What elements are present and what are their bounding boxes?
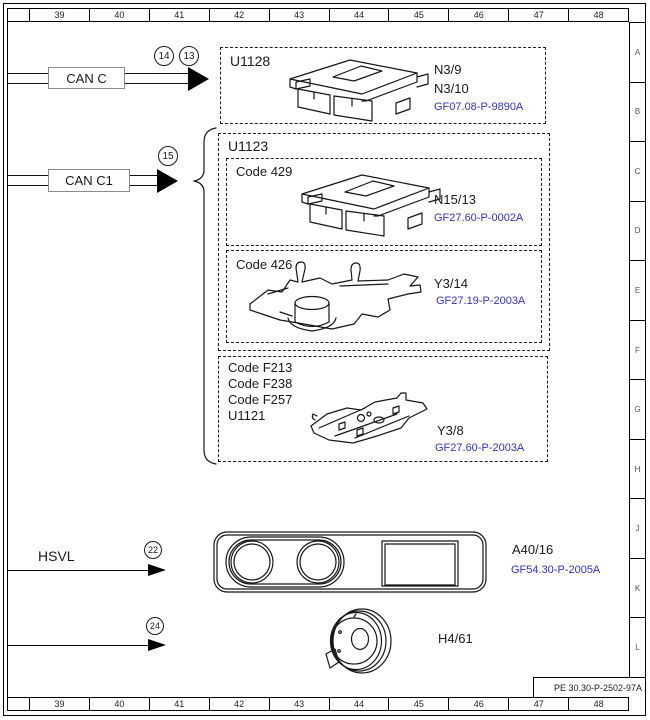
u1128-unit-label: U1128: [230, 53, 271, 69]
row-letter-cell-D: D: [630, 202, 645, 262]
callout-15[interactable]: 15: [158, 146, 178, 166]
row-letter-cell-A: A: [630, 23, 645, 83]
callout-13[interactable]: 13: [179, 46, 199, 66]
column-ruler-cell-43: 43: [270, 698, 330, 710]
callout-22[interactable]: 22: [144, 541, 162, 559]
column-ruler-cell-44: 44: [330, 698, 390, 710]
code-426-label: Code 426: [236, 257, 293, 272]
u1123-module-box: [218, 133, 550, 351]
component-h4-61: H4/61: [438, 631, 473, 646]
doc-link-gf27-60-0002[interactable]: GF27.60-P-0002A: [434, 212, 524, 224]
document-number: PE 30.30-P-2502-97A: [533, 677, 645, 697]
row-letter-cell-K: K: [630, 559, 645, 619]
code-f213-label: Code F213: [228, 360, 293, 375]
column-ruler-cell-41: 41: [150, 9, 210, 21]
component-n3-9: N3/9: [434, 62, 462, 77]
column-ruler-cell-39: 39: [30, 9, 90, 21]
column-ruler-cell-46: 46: [449, 698, 510, 710]
hsvl-arrowhead-icon: [148, 564, 166, 576]
row-letter-cell-L: L: [635, 643, 640, 653]
callout-14-number: 14: [158, 50, 170, 62]
horn-arrowhead-icon: [148, 639, 166, 651]
doc-link-gf54-30-2005[interactable]: GF54.30-P-2005A: [511, 564, 601, 576]
column-ruler-cell-40: 40: [90, 698, 150, 710]
row-letter-cell-H: H: [630, 440, 645, 500]
row-letter-cell-G: G: [630, 380, 645, 440]
f213-module-box: [218, 356, 548, 462]
hsvl-bus-label: HSVL: [38, 548, 75, 564]
callout-24[interactable]: 24: [146, 617, 164, 635]
column-ruler-cell-43: 43: [270, 9, 330, 21]
control-unit-drawing-n15-13: [301, 174, 441, 237]
code-f238-label: Code F238: [228, 376, 293, 391]
horn-drawing: [325, 608, 392, 674]
hsvl-wire: [7, 569, 150, 571]
column-ruler-cell-45: 45: [389, 698, 450, 710]
component-a40-16: A40/16: [512, 542, 554, 557]
code-f257-label: Code F257: [228, 392, 293, 407]
row-letter-cell-C: C: [630, 142, 645, 202]
page-border: [3, 3, 646, 716]
component-y3-8: Y3/8: [437, 423, 464, 438]
column-ruler-cell-39: 39: [30, 698, 90, 710]
ruler-stub: [8, 9, 30, 21]
can-c-arrowhead-icon: [188, 67, 209, 91]
component-n3-10: N3/10: [434, 81, 469, 96]
column-ruler-cell-45: 45: [389, 9, 450, 21]
row-letter-cell-J: J: [630, 499, 645, 559]
column-ruler-cell-42: 42: [210, 9, 270, 21]
u1123-unit-label: U1123: [228, 138, 269, 154]
code-429-label: Code 429: [236, 164, 293, 179]
column-ruler-cell-40: 40: [90, 9, 150, 21]
callout-15-number: 15: [162, 150, 174, 162]
can-c1-arrowhead-icon: [157, 169, 178, 193]
component-n15-13: N15/13: [434, 192, 476, 207]
left-margin-line: [7, 8, 8, 711]
column-ruler-cell-48: 48: [593, 10, 604, 20]
column-ruler-cell-47: 47: [509, 698, 570, 710]
callout-14[interactable]: 14: [154, 46, 174, 66]
instrument-cluster-drawing: [213, 531, 487, 593]
can-c1-bus-label: CAN C1: [65, 173, 113, 188]
column-ruler-cell-47: 47: [509, 9, 570, 21]
can-c-bus-label: CAN C: [66, 70, 107, 86]
valve-body-drawing-y3-14: [249, 261, 422, 332]
column-ruler-cell-46: 46: [449, 9, 510, 21]
group-brace: [193, 127, 217, 465]
column-ruler-cell-41: 41: [150, 698, 210, 710]
can-c1-bus-label-box: CAN C1: [48, 169, 130, 192]
column-ruler-cell-42: 42: [210, 698, 270, 710]
column-ruler-cell-44: 44: [330, 9, 390, 21]
valve-body-drawing-y3-8: [310, 392, 428, 444]
can-c-bus-label-box: CAN C: [48, 67, 125, 89]
callout-22-number: 22: [147, 545, 158, 555]
ruler-stub: [8, 698, 30, 710]
row-letter-cell-F: F: [630, 321, 645, 381]
row-letter-cell-B: B: [630, 83, 645, 143]
horn-wire: [7, 644, 150, 646]
component-y3-14: Y3/14: [434, 276, 468, 291]
doc-link-gf07[interactable]: GF07.08-P-9890A: [434, 101, 524, 113]
u1121-unit-label: U1121: [228, 408, 266, 423]
code-426-variant-box: [226, 250, 542, 343]
row-letter-cell-E: E: [630, 261, 645, 321]
u1128-module-box: [220, 47, 546, 124]
column-ruler-cell-48: 48: [593, 699, 604, 709]
callout-13-number: 13: [183, 50, 195, 62]
doc-link-gf27-60-2003[interactable]: GF27.60-P-2003A: [435, 442, 525, 454]
callout-24-number: 24: [149, 621, 160, 631]
doc-link-gf27-19-2003[interactable]: GF27.19-P-2003A: [436, 295, 526, 307]
control-unit-drawing-u1128: [289, 59, 429, 122]
code-429-variant-box: [226, 158, 542, 246]
